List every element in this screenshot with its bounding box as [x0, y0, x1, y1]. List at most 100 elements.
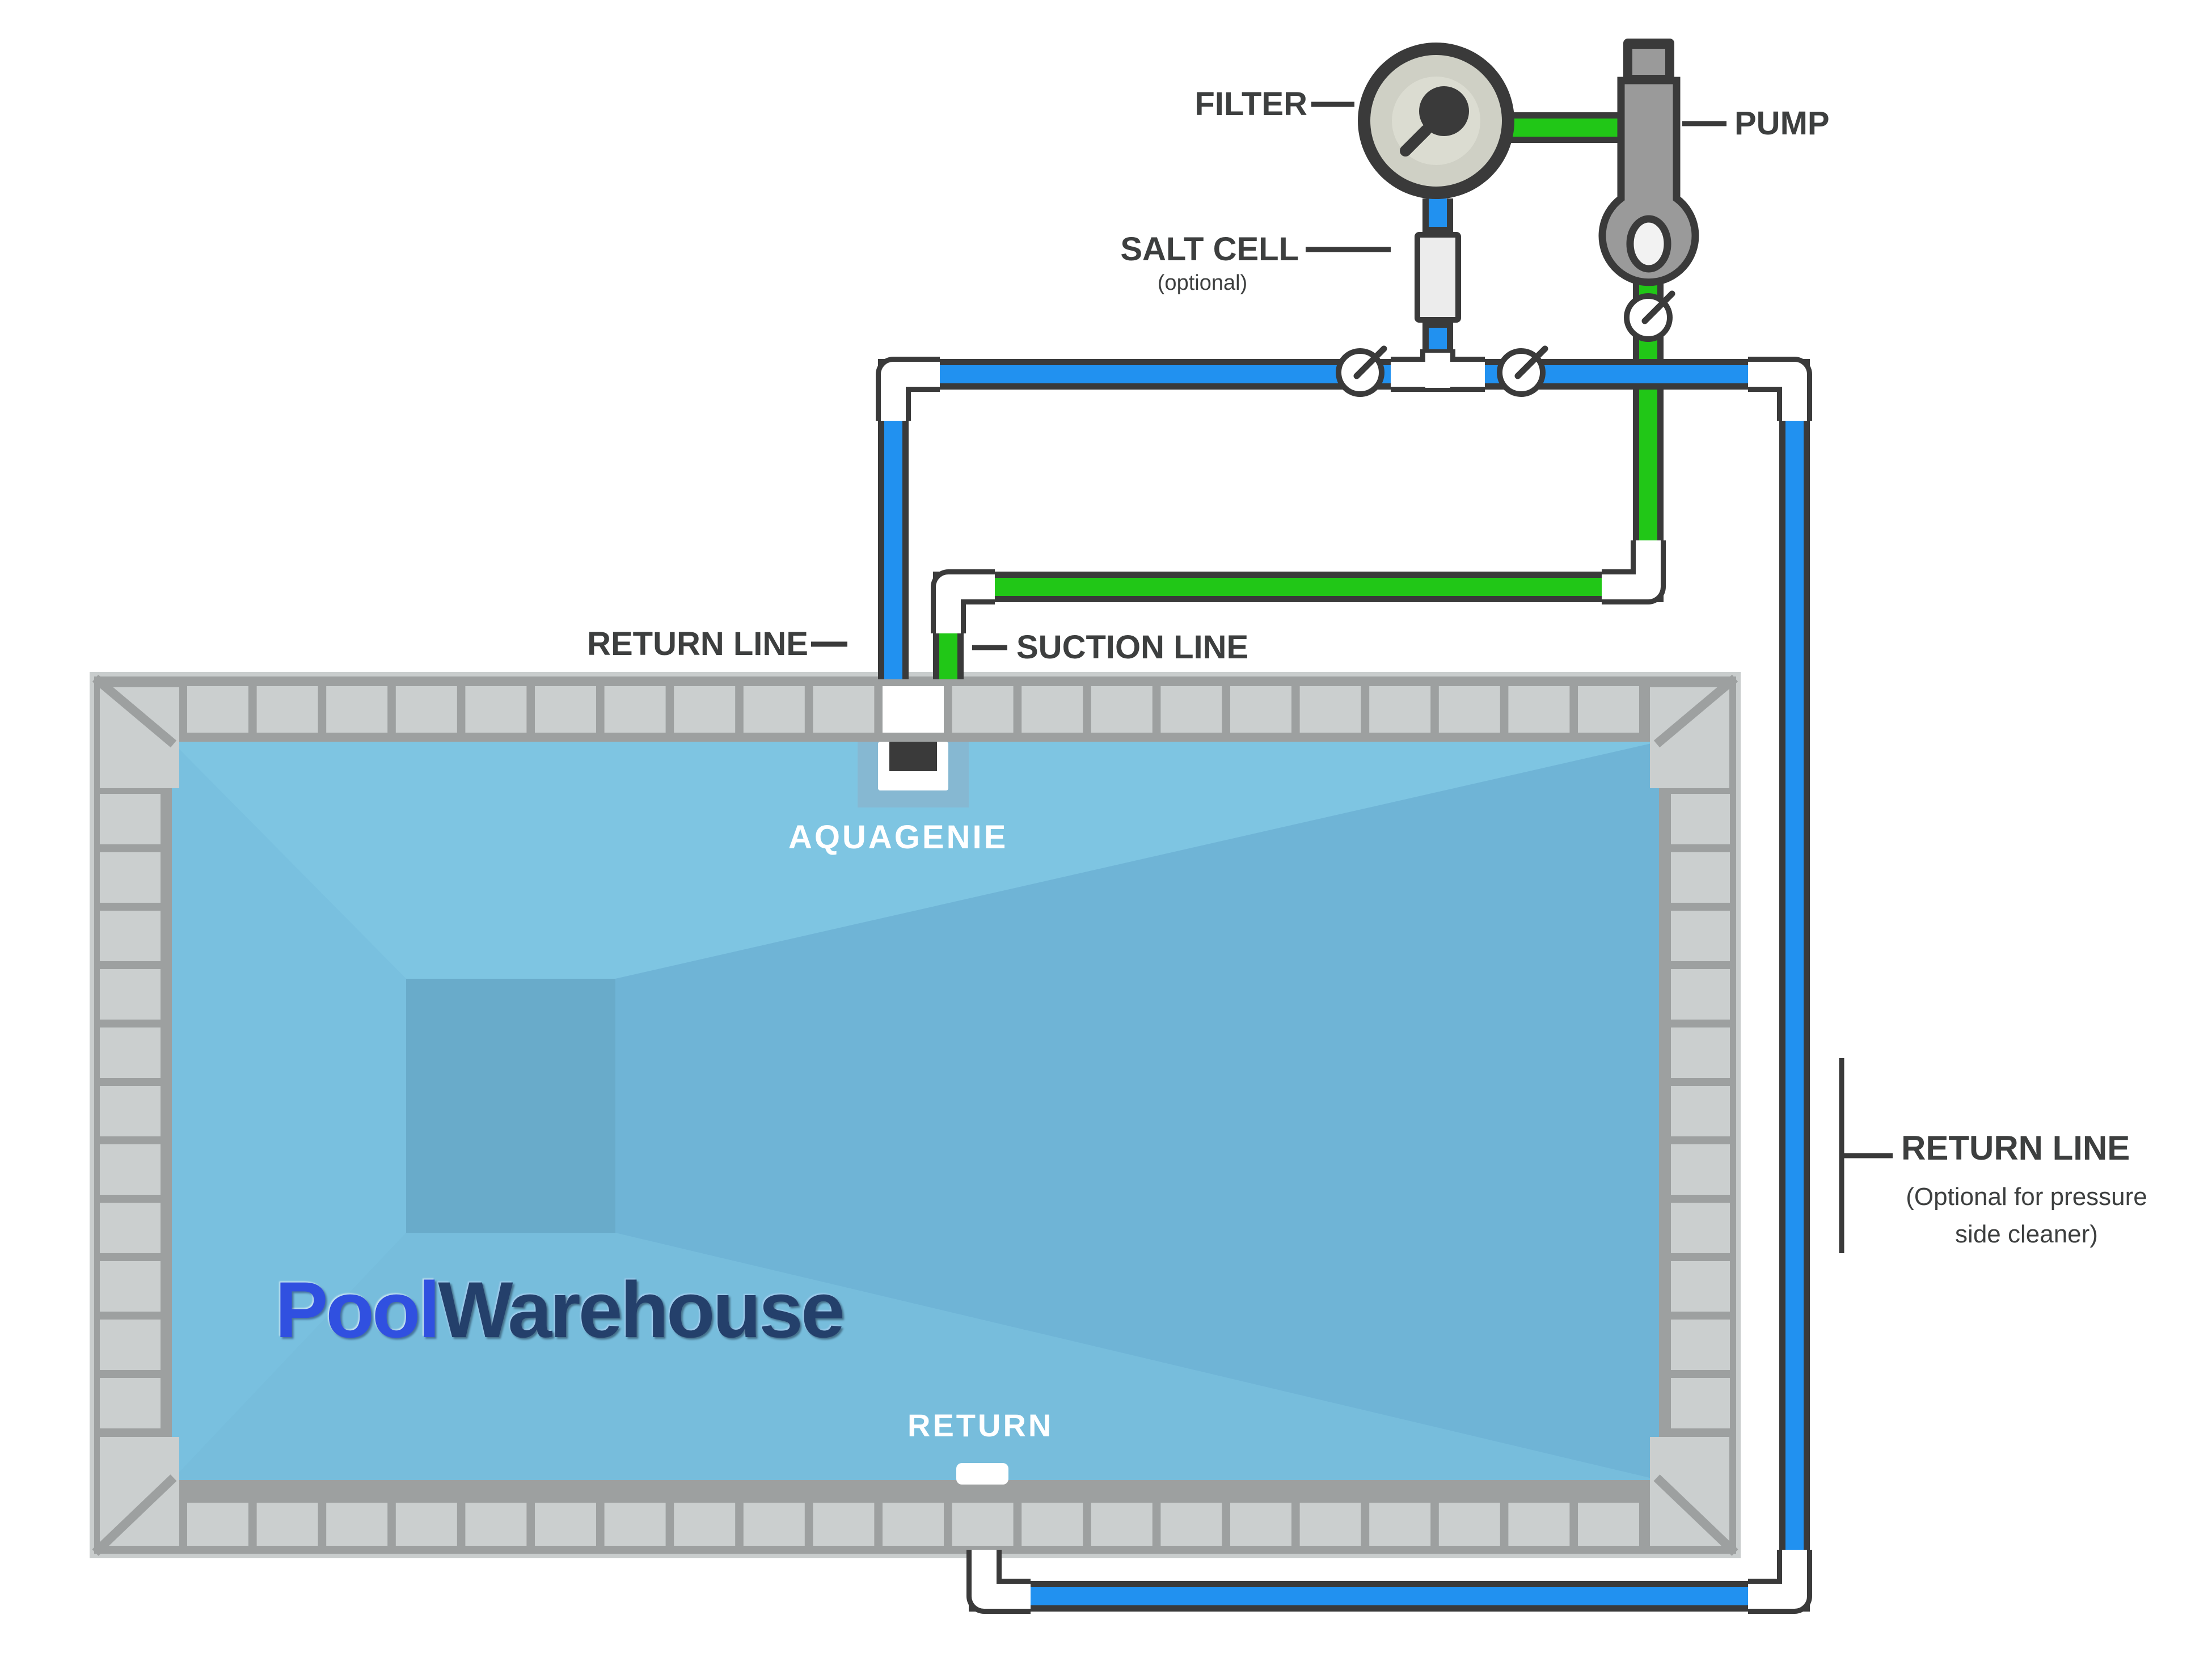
pool-tile — [326, 1503, 388, 1546]
pool-tile — [1160, 1503, 1222, 1546]
pool-tile — [883, 686, 944, 733]
pool-tile — [813, 1503, 875, 1546]
water-west-face — [172, 742, 406, 1480]
optional-return-line-label: RETURN LINE — [1901, 1129, 2130, 1167]
pool-tile — [465, 1503, 527, 1546]
pool-tile — [1671, 1027, 1730, 1078]
pool-tile — [1671, 1261, 1730, 1312]
tee-fitting-icon — [1391, 349, 1485, 392]
water-north-face — [172, 742, 1659, 979]
salt-cell-label: SALT CELL — [1120, 231, 1299, 268]
pool-tile — [1299, 686, 1361, 733]
pool-tile — [674, 1503, 736, 1546]
pool-tile — [326, 686, 388, 733]
filter-gauge-icon — [1358, 43, 1514, 199]
pool-tile — [1369, 1503, 1431, 1546]
pool-tile — [1369, 686, 1431, 733]
pool-tile — [674, 686, 736, 733]
pool-tile — [1671, 1320, 1730, 1370]
pool-tile — [604, 1503, 666, 1546]
pool-tile — [1578, 1503, 1639, 1546]
pool-tile — [1671, 911, 1730, 961]
elbow-fittings — [876, 357, 1812, 1614]
pool-tile — [1508, 686, 1570, 733]
pool-tile — [1091, 686, 1153, 733]
pool-tile — [1021, 686, 1083, 733]
optional-return-line-sub-2: side cleaner) — [1955, 1220, 2098, 1248]
pool-tile — [100, 794, 161, 844]
logo-pool: Pool — [275, 1265, 440, 1354]
pool-tile — [1671, 1086, 1730, 1136]
pool-tile — [100, 852, 161, 903]
pool-tile — [1091, 1503, 1153, 1546]
pool-tile — [1021, 1503, 1083, 1546]
elbow-fitting-icon — [966, 1550, 1031, 1614]
pool-tile — [1671, 969, 1730, 1020]
pipe-suction-green — [933, 278, 1664, 679]
filter-label: FILTER — [1194, 86, 1307, 122]
pool-corner-tiles — [92, 674, 1738, 1556]
return-line-bracket — [1839, 1058, 1893, 1253]
pool-tile — [100, 969, 161, 1020]
pool-tile — [256, 686, 318, 733]
pool-water — [172, 742, 1659, 1480]
pool-tile — [743, 686, 805, 733]
salt-cell-icon — [1415, 227, 1461, 328]
pool-tile — [1160, 686, 1222, 733]
pool-tile — [100, 911, 161, 961]
pool-tile — [187, 686, 248, 733]
pool-tile — [100, 1203, 161, 1253]
pool — [90, 672, 1741, 1558]
pool-tile — [100, 1261, 161, 1312]
pool-tile — [743, 1503, 805, 1546]
optional-return-line-sublabel: (Optional for pressure side cleaner) — [1899, 1178, 2154, 1253]
logo-warehouse: Warehouse — [438, 1265, 845, 1354]
pool-tile — [256, 1503, 318, 1546]
salt-cell-optional-label: (optional) — [1157, 271, 1248, 295]
pool-tile — [1438, 1503, 1500, 1546]
pool-tile — [1438, 686, 1500, 733]
elbow-fitting-icon — [876, 357, 940, 421]
pool-tile — [1230, 686, 1291, 733]
pool-tile — [395, 1503, 457, 1546]
pool-tile — [1671, 852, 1730, 903]
pool-tile — [1671, 794, 1730, 844]
pool-tile — [100, 1320, 161, 1370]
pump-icon — [1598, 39, 1699, 286]
deep-end — [406, 979, 615, 1233]
pool-tiles — [100, 686, 1730, 1546]
pool-tile — [100, 1378, 161, 1428]
pool-tile — [1508, 1503, 1570, 1546]
pool-tile — [952, 1503, 1014, 1546]
return-jet-label: RETURN — [907, 1407, 1054, 1443]
pool-tile — [187, 1503, 248, 1546]
pool-tile — [535, 686, 596, 733]
pool-tile — [952, 686, 1014, 733]
optional-return-line-sub-1: (Optional for pressure — [1906, 1183, 2147, 1211]
pool-tile — [1671, 1144, 1730, 1195]
pool-warehouse-logo: PoolWarehouse — [275, 1270, 845, 1350]
label-connectors — [811, 102, 1893, 1253]
elbow-fitting-icon — [1748, 357, 1812, 421]
aquagenie-label: AQUAGENIE — [788, 819, 1008, 856]
aquagenie-device — [858, 742, 969, 807]
water-south-face — [172, 1233, 1659, 1480]
pool-tile — [395, 686, 457, 733]
pool-tile — [1299, 1503, 1361, 1546]
valve-icon — [1624, 290, 1675, 342]
pool-tile — [100, 1027, 161, 1078]
elbow-fitting-icon — [931, 569, 995, 633]
return-jet-icon — [956, 1463, 1008, 1485]
valve-icon — [1497, 345, 1548, 397]
pool-tile — [1671, 1203, 1730, 1253]
elbow-fitting-icon — [1748, 1550, 1812, 1614]
pump-label: PUMP — [1734, 105, 1830, 142]
pool-tile — [1578, 686, 1639, 733]
pool-tile — [465, 686, 527, 733]
valve-icon — [1336, 345, 1387, 397]
pool-tile — [883, 1503, 944, 1546]
pool-tile — [535, 1503, 596, 1546]
pool-tile — [100, 1086, 161, 1136]
